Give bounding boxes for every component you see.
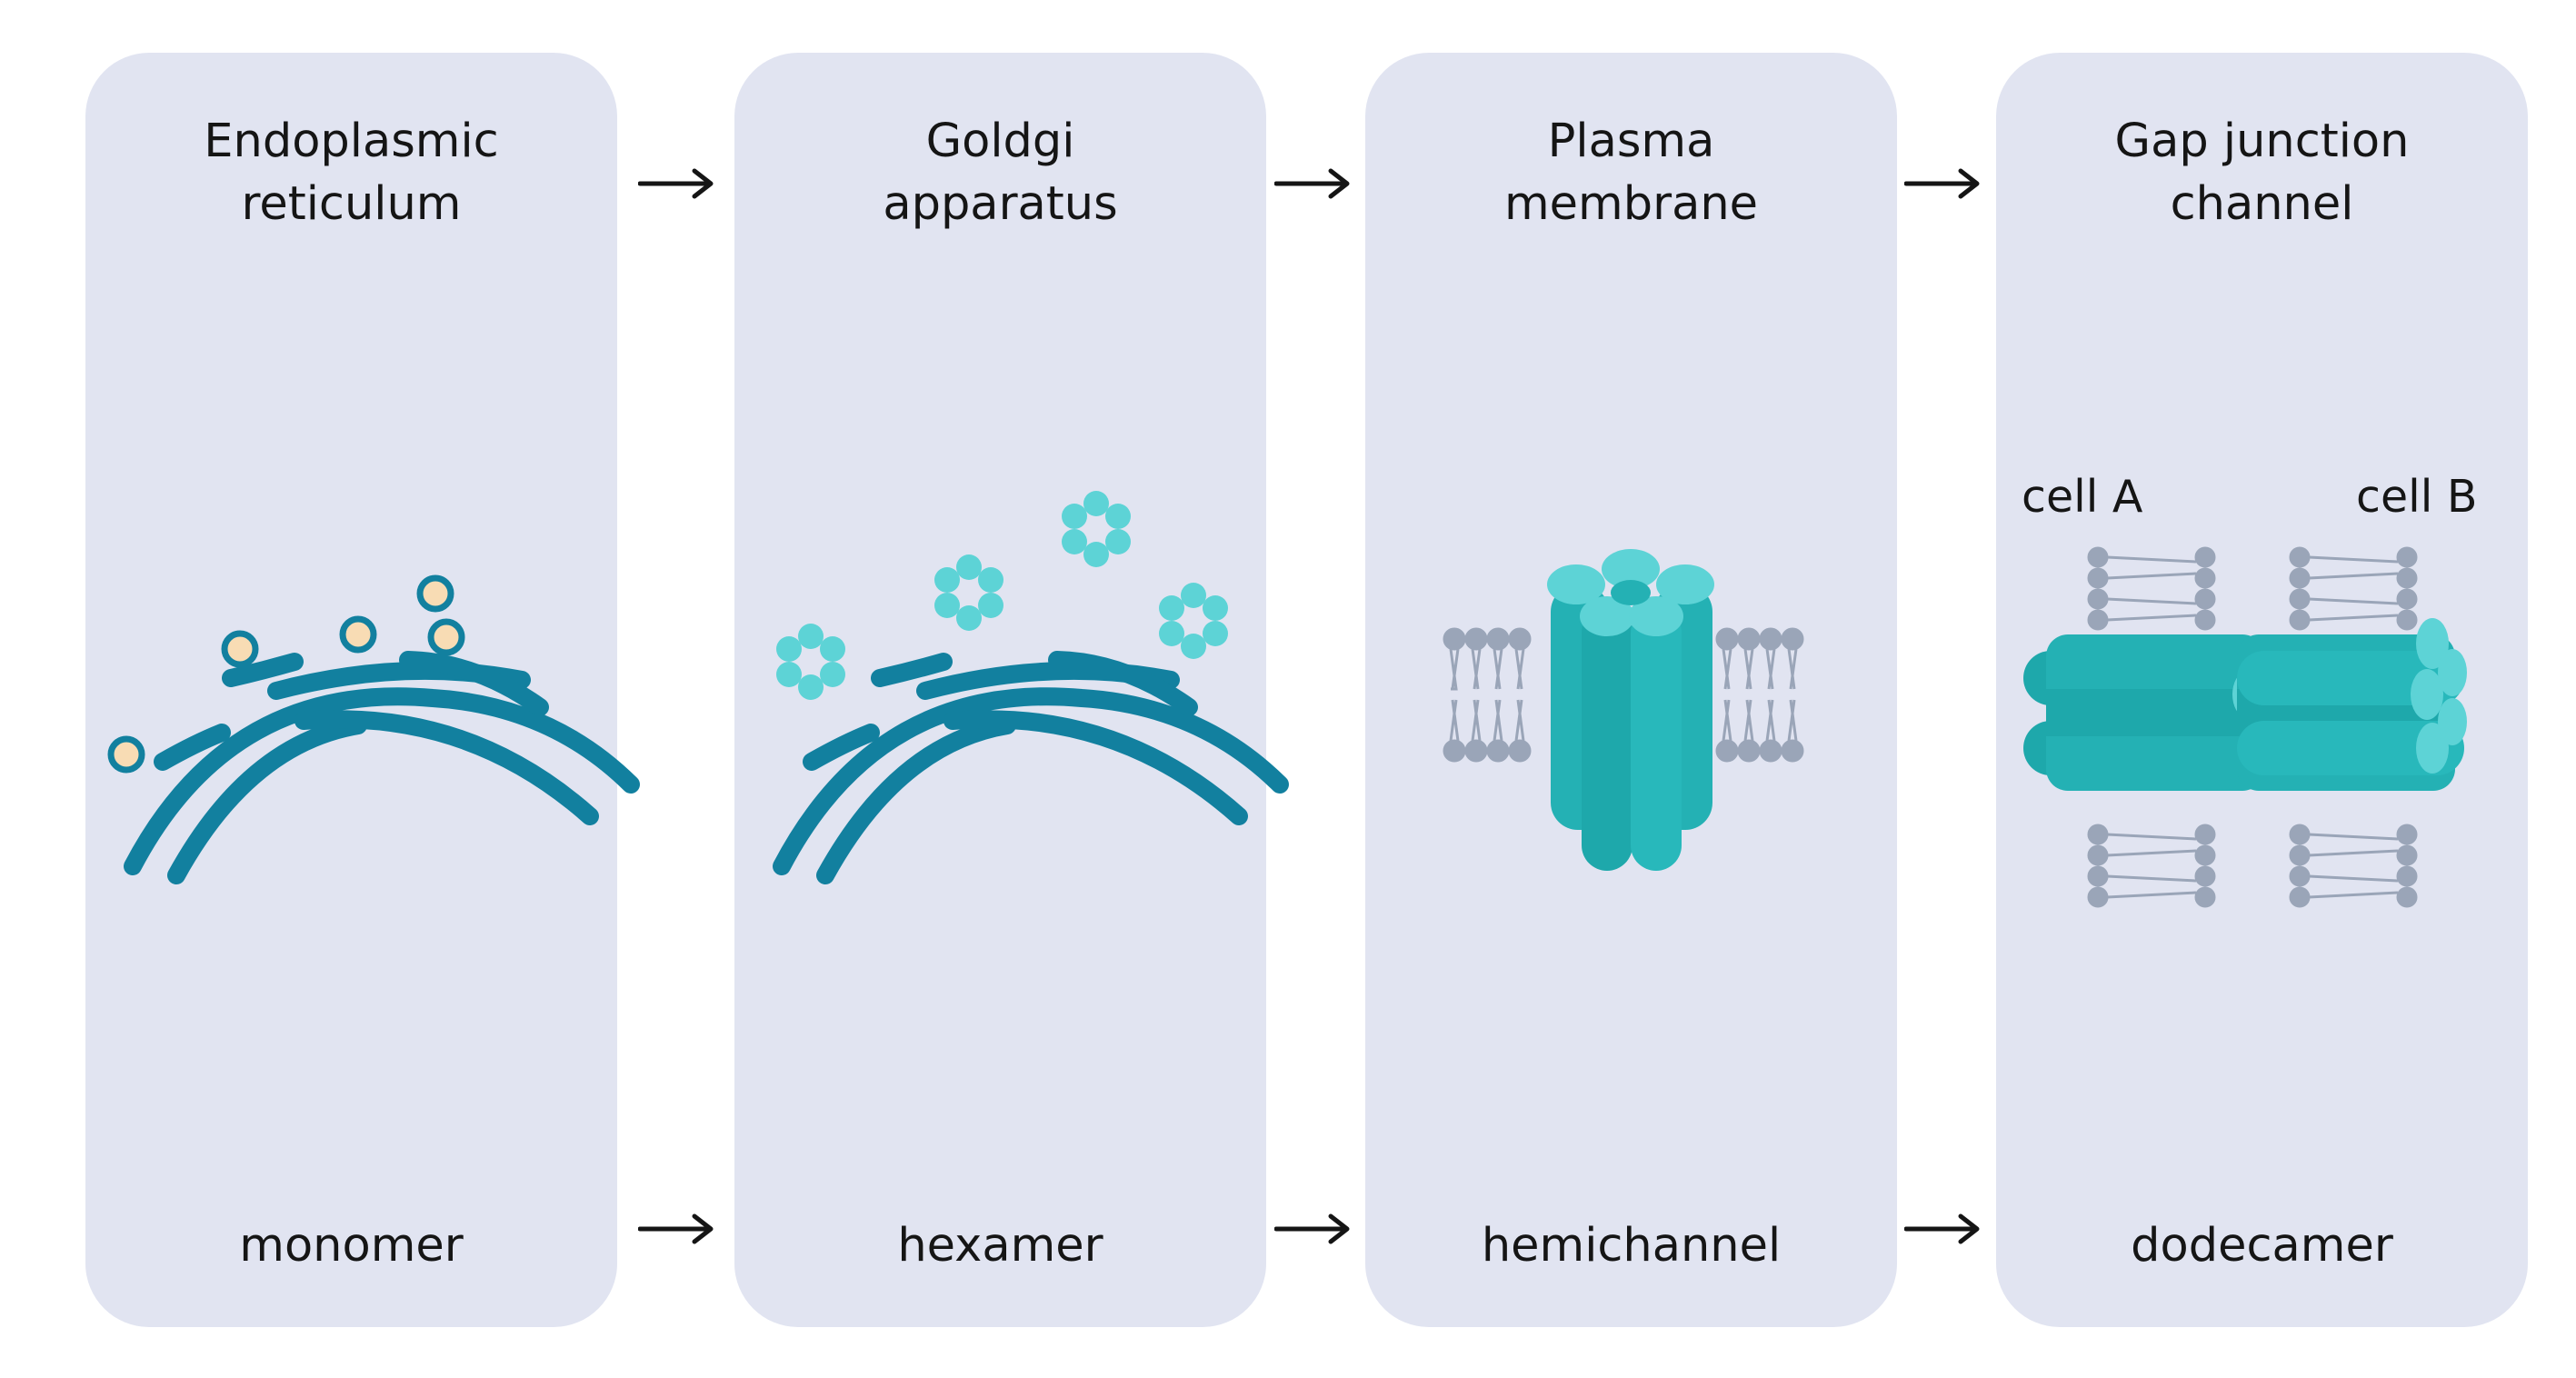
hemichannel-shape: [1547, 549, 1714, 871]
title-line: Endoplasmic: [204, 115, 499, 168]
stage-label: hemichannel: [1481, 1219, 1782, 1273]
stage-label: monomer: [239, 1219, 464, 1273]
connexon-cell-b: [2237, 618, 2467, 791]
arrow-right-icon: [638, 168, 714, 199]
monomer-dot: [221, 630, 259, 668]
stage-title: Plasma membrane: [1365, 110, 1897, 235]
stage-label: hexamer: [897, 1219, 1103, 1273]
stage-title: Endoplasmic reticulum: [85, 110, 617, 235]
stage-panel-plasma-membrane: Plasma membrane: [1365, 53, 1897, 1327]
arrow-right-icon: [1274, 1213, 1350, 1244]
monomer-dot: [427, 618, 465, 656]
lipid-bilayer-cell-a: [2087, 546, 2216, 908]
hexamer-ring: [776, 624, 845, 700]
gap-junction-illustration: [2023, 546, 2467, 908]
stage-label: dodecamer: [2131, 1219, 2393, 1273]
cell-a-label: cell A: [2022, 471, 2143, 523]
connexon-cell-a: [2023, 634, 2271, 791]
endoplasmic-reticulum-illustration: [107, 574, 640, 884]
hemichannel-illustration: [1443, 549, 1804, 871]
monomer-dot: [339, 615, 377, 654]
arrow-right-icon: [638, 1213, 714, 1244]
golgi-illustration: [773, 491, 1289, 884]
hexamer-ring: [1062, 491, 1131, 567]
title-line: Gap junction: [2114, 115, 2410, 168]
lipid-bilayer-left: [1443, 627, 1532, 763]
arrow-right-icon: [1904, 168, 1980, 199]
title-line: reticulum: [241, 177, 462, 231]
hexamer-ring: [934, 554, 1003, 631]
cell-b-label: cell B: [2356, 471, 2478, 523]
stage-panel-golgi: Goldgi apparatus: [734, 53, 1289, 1327]
title-line: Plasma: [1547, 115, 1715, 168]
title-line: apparatus: [883, 177, 1118, 231]
arrow-right-icon: [1274, 168, 1350, 199]
stage-panel-gap-junction: Gap junction channel cell A cell B: [1996, 53, 2528, 1327]
stage-panel-er: Endoplasmic reticulum monomer: [85, 53, 640, 1327]
arrow-right-icon: [1904, 1213, 1980, 1244]
lipid-bilayer-cell-b: [2289, 546, 2418, 908]
monomer-dot: [416, 574, 454, 613]
hexamer-ring: [1159, 583, 1228, 659]
lipid-bilayer-right: [1715, 627, 1804, 763]
title-line: membrane: [1503, 177, 1759, 231]
monomer-dot: [107, 735, 145, 774]
stage-title: Goldgi apparatus: [734, 110, 1266, 235]
title-line: channel: [2170, 177, 2354, 231]
title-line: Goldgi: [925, 115, 1075, 168]
stage-title: Gap junction channel: [1996, 110, 2528, 235]
